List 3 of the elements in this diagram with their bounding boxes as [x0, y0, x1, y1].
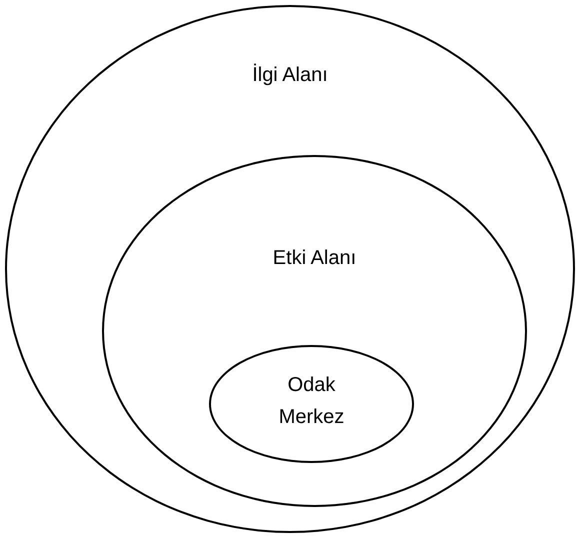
- region-label: İlgi Alanı: [252, 62, 328, 88]
- region-label: Odak Merkez: [278, 373, 346, 430]
- region-label: Etki Alanı: [272, 246, 356, 271]
